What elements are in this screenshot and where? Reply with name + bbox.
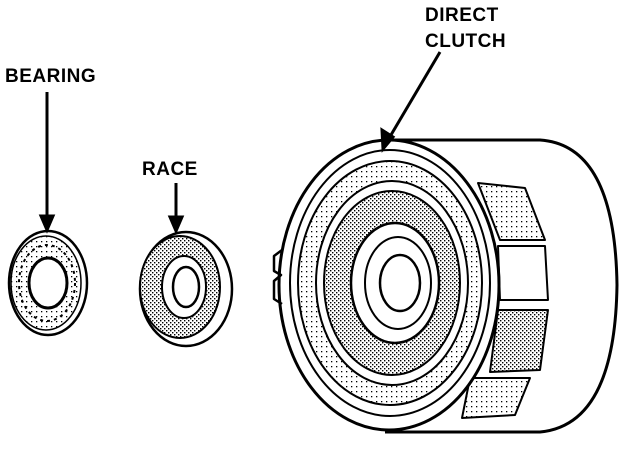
bearing-part — [9, 231, 87, 335]
direct-clutch-label-line1: DIRECT — [425, 5, 499, 26]
direct-clutch-label-line2: CLUTCH — [425, 31, 506, 52]
race-label: RACE — [142, 159, 198, 180]
bearing-label: BEARING — [5, 66, 96, 87]
direct-clutch-part — [274, 140, 617, 432]
race-part — [140, 232, 232, 346]
